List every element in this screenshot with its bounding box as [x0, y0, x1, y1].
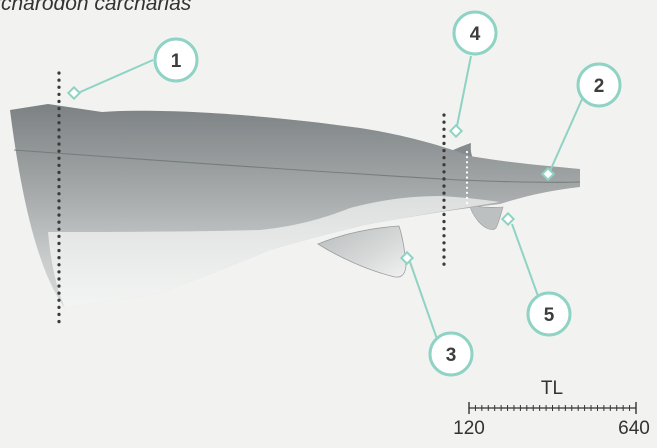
marker-4	[450, 125, 461, 136]
tl-scale: TL 120 640	[453, 378, 650, 439]
tl-scale-max: 640	[618, 418, 650, 439]
anal-fin	[318, 226, 406, 277]
callout-number-3: 3	[446, 345, 457, 366]
callout-badge-2[interactable]: 2	[578, 64, 620, 106]
callout-badge-5[interactable]: 5	[528, 293, 570, 335]
tl-scale-label: TL	[541, 378, 563, 399]
marker-1	[68, 87, 79, 98]
tl-scale-min: 120	[453, 418, 485, 439]
second-anal-fin	[470, 206, 503, 230]
callout-badge-3[interactable]: 3	[430, 333, 472, 375]
callout-number-4: 4	[470, 24, 481, 45]
callout-badge-1[interactable]: 1	[155, 39, 197, 81]
marker-5	[502, 213, 513, 224]
species-title: rcharodon carcharias	[0, 0, 191, 16]
callout-number-1: 1	[171, 51, 182, 72]
callout-badge-4[interactable]: 4	[454, 12, 496, 54]
callout-number-5: 5	[544, 305, 555, 326]
callout-number-2: 2	[594, 76, 605, 97]
